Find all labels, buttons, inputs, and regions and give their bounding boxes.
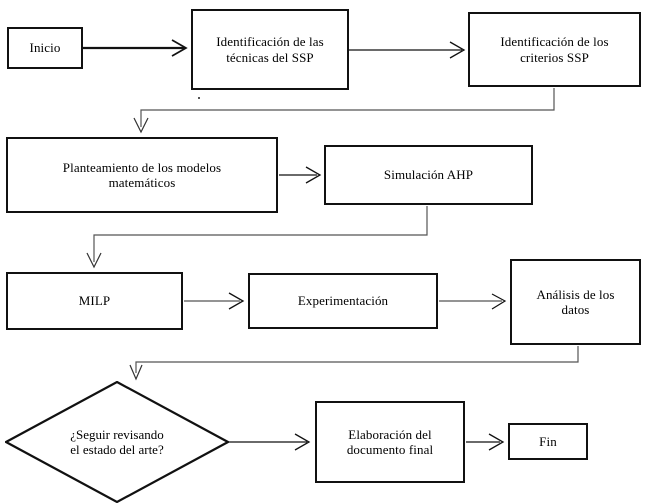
diamond-shape	[5, 381, 229, 503]
node-planteamiento-modelos-label: Planteamiento de los modelos matemáticos	[62, 159, 222, 190]
node-identificacion-criterios[interactable]: Identificación de los criterios SSP	[468, 12, 641, 87]
node-identificacion-tecnicas-label: Identificación de las técnicas del SSP	[216, 34, 324, 65]
node-simulacion-ahp-label: Simulación AHP	[383, 167, 474, 183]
node-elaboracion-documento[interactable]: Elaboración del documento final	[315, 401, 465, 483]
node-milp-label: MILP	[78, 293, 111, 309]
edge-analisis-datos-to-seguir-revisando	[129, 346, 579, 381]
edge-elaboracion-documento-to-fin	[466, 433, 505, 451]
node-milp[interactable]: MILP	[6, 272, 183, 330]
node-fin[interactable]: Fin	[508, 423, 588, 460]
node-inicio-label: Inicio	[29, 40, 61, 56]
edge-planteamiento-modelos-to-simulacion-ahp	[279, 166, 322, 184]
node-seguir-revisando-label: ¿Seguir revisando el estado del arte?	[70, 426, 164, 457]
edge-identificacion-tecnicas-to-identificacion-criterios	[349, 41, 466, 59]
node-identificacion-tecnicas[interactable]: Identificación de las técnicas del SSP	[191, 9, 349, 90]
node-fin-label: Fin	[539, 433, 557, 449]
edge-milp-to-experimentacion	[184, 292, 245, 310]
scan-artifact-speck	[198, 97, 200, 99]
edge-identificacion-criterios-to-planteamiento-modelos	[133, 88, 555, 134]
edge-inicio-to-identificacion-tecnicas	[83, 39, 188, 57]
edge-experimentacion-to-analisis-datos	[439, 293, 507, 310]
node-simulacion-ahp[interactable]: Simulación AHP	[324, 145, 533, 205]
node-seguir-revisando[interactable]: ¿Seguir revisando el estado del arte?	[5, 381, 229, 503]
node-elaboracion-documento-label: Elaboración del documento final	[346, 426, 434, 457]
node-experimentacion-label: Experimentación	[297, 293, 389, 309]
edge-simulacion-ahp-to-milp	[86, 206, 428, 269]
node-planteamiento-modelos[interactable]: Planteamiento de los modelos matemáticos	[6, 137, 278, 213]
node-identificacion-criterios-label: Identificación de los criterios SSP	[500, 34, 609, 65]
node-experimentacion[interactable]: Experimentación	[248, 273, 438, 329]
node-inicio[interactable]: Inicio	[7, 27, 83, 69]
node-analisis-datos-label: Análisis de los datos	[536, 286, 615, 317]
edge-seguir-revisando-to-elaboracion-documento	[229, 433, 311, 451]
node-analisis-datos[interactable]: Análisis de los datos	[510, 259, 641, 345]
